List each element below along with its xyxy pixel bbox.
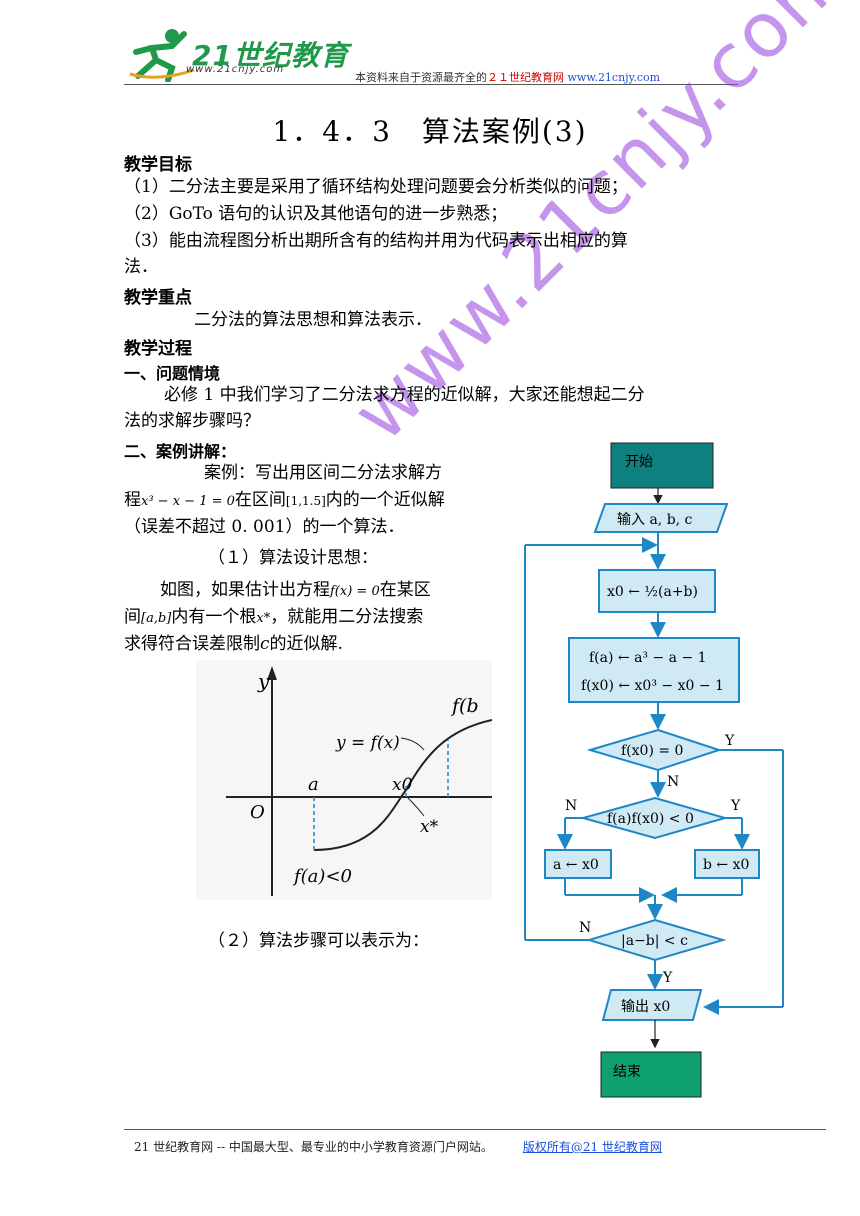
goal-item-1: （1）二分法主要是采用了循环结构处理问题要会分析类似的问题； (124, 177, 628, 197)
footer: 21 世纪教育网 -- 中国最大型、最专业的中小学教育资源门户网站。 版权所有@2… (134, 1138, 662, 1155)
footer-copyright-link[interactable]: 版权所有@21 世纪教育网 (522, 1140, 662, 1154)
cond2-no-label: N (565, 798, 577, 814)
key-text: 二分法的算法思想和算法表示． (194, 310, 432, 330)
header-divider (124, 84, 738, 85)
idea-line2-a: 间 (124, 607, 141, 627)
evaluate-fa-label: f(a) ← a³ − a − 1 (589, 650, 707, 666)
section2-heading: 二、案例讲解： (124, 442, 237, 461)
idea-line2: 间[a,b]内有一个根x*，就能用二分法搜索 (124, 604, 423, 632)
case-line1: 案例：写出用区间二分法求解方 (204, 463, 442, 483)
case-line2-a: 程 (124, 490, 141, 510)
subsection1-title: （１）算法设计思想： (208, 548, 378, 568)
assign-a-label: a ← x0 (553, 857, 599, 873)
idea-fx: f(x) = 0 (330, 584, 380, 599)
cond1-yes-label: Y (724, 733, 735, 749)
runner-logo-icon (129, 29, 195, 83)
goal-item-2: （2）GoTo 语句的认识及其他语句的进一步熟悉； (124, 204, 508, 224)
cond-sign-diamond (579, 796, 729, 840)
case-line2-c: 内的一个近似解 (325, 490, 445, 510)
cond-error-label: |a−b| < c (621, 933, 688, 949)
section1-line1: 必修 1 中我们学习了二分法求方程的近似解，大家还能想起二分 (164, 385, 645, 405)
flowchart: 开始 输入 a, b, c x0 ← ½(a+b) f(a) ← a³ − a … (524, 442, 784, 1098)
cond3-yes-label: Y (662, 970, 673, 986)
section1-line2: 法的求解步骤吗？ (124, 411, 260, 431)
origin-label: O (250, 802, 265, 823)
evaluate-fx0-label: f(x0) ← x0³ − x0 − 1 (581, 678, 724, 694)
function-curve (313, 719, 492, 851)
header-note-prefix: 本资料来自于资源最齐全的 (355, 71, 487, 84)
end-label: 结束 (613, 1064, 641, 1080)
x0-label: x0 (392, 775, 413, 795)
subsection2-title: （２）算法步骤可以表示为： (208, 931, 429, 951)
process-heading: 教学过程 (124, 339, 192, 359)
goal-heading: 教学目标 (124, 155, 192, 175)
assign-b-box (694, 849, 760, 879)
assign-b-label: b ← x0 (703, 857, 749, 873)
cond1-no-label: N (667, 774, 679, 790)
start-label: 开始 (625, 454, 653, 470)
idea-line2-c: ，就能用二分法搜索 (270, 607, 424, 627)
fb-label: f(b (450, 695, 479, 717)
case-equation: x³ − x − 1 = 0 (141, 494, 235, 509)
idea-line1-b: 在某区 (379, 580, 431, 600)
a-label: a (308, 774, 319, 795)
header-note-site: ２１世纪教育网 (487, 71, 564, 84)
evaluate-box (568, 637, 740, 703)
xstar-label: x* (420, 817, 439, 837)
input-box (593, 503, 729, 533)
case-interval: [1,1.5] (285, 494, 326, 508)
idea-line1-a: 如图，如果估计出方程 (160, 580, 330, 600)
curve-label: y = f(x) (335, 733, 400, 753)
end-terminal (600, 1051, 702, 1098)
section1-heading: 一、问题情境 (124, 364, 221, 383)
output-box (601, 989, 703, 1021)
header-note: 本资料来自于资源最齐全的２１世纪教育网 www.21cnjy.com (355, 69, 660, 85)
case-line3: （误差不超过 0. 001）的一个算法． (124, 517, 405, 537)
logo-title: 21世纪教育 (192, 39, 349, 72)
case-line2: 程x³ − x − 1 = 0在区间[1,1.5]内的一个近似解 (124, 487, 445, 515)
idea-line3-a: 求得符合误差限制 (124, 634, 260, 654)
footer-text: 21 世纪教育网 -- 中国最大型、最专业的中小学教育资源门户网站。 (134, 1140, 493, 1154)
cond-zero-label: f(x0) = 0 (621, 743, 683, 759)
site-logo (128, 24, 348, 83)
cond-sign-label: f(a)f(x0) < 0 (607, 811, 694, 827)
function-graph: y O a x0 x* y = f(x) f(b f(a)<0 (196, 660, 492, 900)
case-line2-b: 在区间 (234, 490, 286, 510)
graph-background (196, 660, 492, 900)
idea-root: x* (256, 611, 271, 626)
idea-line2-b: 内有一个根 (171, 607, 257, 627)
y-axis-arrow (267, 666, 277, 680)
logo-url[interactable]: www.21cnjy.com (186, 64, 285, 75)
header-note-url[interactable]: www.21cnjy.com (567, 71, 661, 84)
midpoint-label: x0 ← ½(a+b) (607, 584, 698, 600)
cond3-no-label: N (579, 920, 591, 936)
goal-item-3a: （3）能由流程图分析出期所含有的结构并用为代码表示出相应的算 (124, 231, 628, 251)
page-title: 1．4．3 算法案例(3) (272, 115, 588, 148)
idea-c: c (260, 634, 270, 654)
y-label: y (257, 669, 270, 693)
output-label: 输出 x0 (621, 999, 670, 1015)
cond2-yes-label: Y (730, 798, 741, 814)
input-label: 输入 a, b, c (617, 512, 693, 528)
key-heading: 教学重点 (124, 288, 192, 308)
goal-item-3b: 法． (124, 257, 158, 277)
idea-line3: 求得符合误差限制c的近似解. (124, 631, 343, 658)
curve-pointer (400, 737, 425, 751)
xstar-pointer (407, 797, 425, 817)
idea-line1: 如图，如果估计出方程f(x) = 0在某区 (160, 577, 431, 605)
assign-a-box (544, 849, 612, 879)
start-terminal (610, 442, 714, 489)
idea-line3-b: 的近似解. (269, 634, 343, 654)
footer-divider (124, 1129, 826, 1130)
fa-label: f(a)<0 (292, 866, 352, 887)
idea-ab: [a,b] (141, 611, 172, 626)
